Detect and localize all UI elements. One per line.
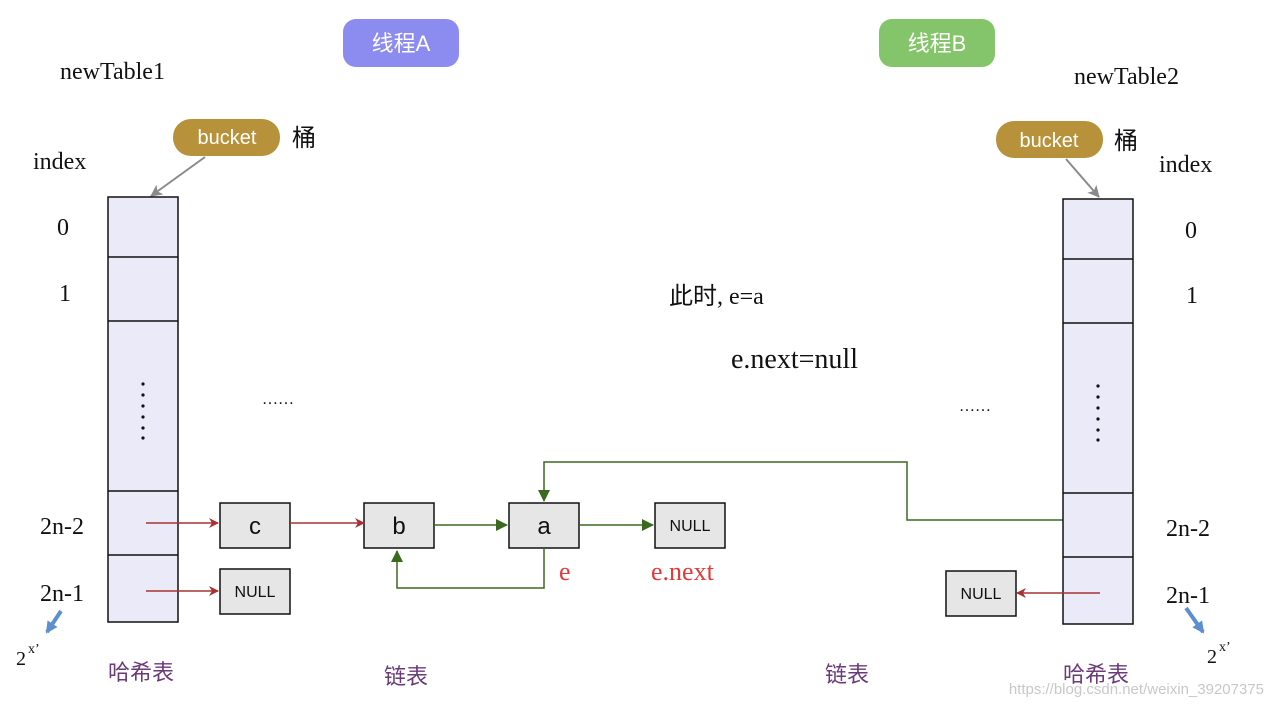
right-index-0: 0 xyxy=(1185,218,1197,244)
node-null-right-label: NULL xyxy=(961,586,1002,603)
left-bucket-cn: 桶 xyxy=(292,125,316,152)
left-bucket-pill: bucket xyxy=(173,119,280,156)
right-bucket-pill: bucket xyxy=(996,121,1103,158)
node-a-label: a xyxy=(537,513,551,540)
right-bucket-arrow xyxy=(1065,158,1100,198)
node-c-label: c xyxy=(249,513,261,540)
right-index-2n-2: 2n-2 xyxy=(1166,516,1210,542)
node-a: a xyxy=(508,502,580,549)
right-table-caption: 哈希表 xyxy=(1063,662,1129,687)
left-power-base: 2 xyxy=(16,648,26,670)
node-b-label: b xyxy=(392,513,405,540)
watermark: https://blog.csdn.net/weixin_39207375 xyxy=(1009,681,1264,698)
right-power-base: 2 xyxy=(1207,646,1217,668)
right-bucket-cn: 桶 xyxy=(1114,128,1138,155)
arrow-a-back-to-b xyxy=(391,548,545,589)
right-index-2n-1: 2n-1 xyxy=(1166,583,1210,609)
pointer-e-label: e xyxy=(559,557,571,586)
node-null-right: NULL xyxy=(945,570,1017,617)
node-null-left: NULL xyxy=(219,568,291,615)
right-table-dots xyxy=(1096,384,1100,442)
node-null-left-label: NULL xyxy=(235,584,276,601)
left-index-2n-2: 2n-2 xyxy=(40,514,84,540)
left-hash-table xyxy=(107,196,179,623)
thread-a-badge: 线程A xyxy=(343,19,459,67)
pointer-e-next-label: e.next xyxy=(651,557,715,586)
state-line-2: e.next=null xyxy=(731,344,858,375)
node-null-after-a: NULL xyxy=(654,502,726,549)
right-table-title: newTable2 xyxy=(1074,64,1179,90)
left-linked-list-caption: 链表 xyxy=(384,664,428,689)
left-power-exponent: x’ xyxy=(28,642,40,657)
right-power-exponent: x’ xyxy=(1219,640,1231,655)
right-bucket-label: bucket xyxy=(1020,130,1079,152)
node-c: c xyxy=(219,502,291,549)
left-power-arrow xyxy=(45,609,63,634)
node-null-after-a-label: NULL xyxy=(670,518,711,535)
left-index-2n-1: 2n-1 xyxy=(40,581,84,607)
arrow-right-bucket-to-a xyxy=(538,461,1064,521)
left-table-caption: 哈希表 xyxy=(108,660,174,685)
state-line-1: 此时, e=a xyxy=(669,283,764,310)
right-ellipsis: …… xyxy=(959,398,991,415)
thread-b-label: 线程B xyxy=(908,31,967,56)
right-linked-list-caption: 链表 xyxy=(825,662,869,687)
left-index-header: index xyxy=(33,149,86,175)
right-power-label: 2 x’ xyxy=(1184,606,1231,668)
right-hash-table xyxy=(1062,198,1134,625)
left-power-label: 2 x’ xyxy=(16,609,63,670)
right-index-1: 1 xyxy=(1186,283,1198,309)
node-b: b xyxy=(363,502,435,549)
right-power-arrow xyxy=(1184,606,1205,634)
left-bucket-arrow xyxy=(150,156,206,197)
left-table-dots xyxy=(141,382,145,440)
thread-a-label: 线程A xyxy=(372,31,431,56)
right-index-header: index xyxy=(1159,152,1212,178)
left-table-title: newTable1 xyxy=(60,59,165,85)
left-bucket-label: bucket xyxy=(198,127,257,149)
left-index-1: 1 xyxy=(59,281,71,307)
left-index-0: 0 xyxy=(57,215,69,241)
thread-b-badge: 线程B xyxy=(879,19,995,67)
left-ellipsis: …… xyxy=(262,391,294,408)
